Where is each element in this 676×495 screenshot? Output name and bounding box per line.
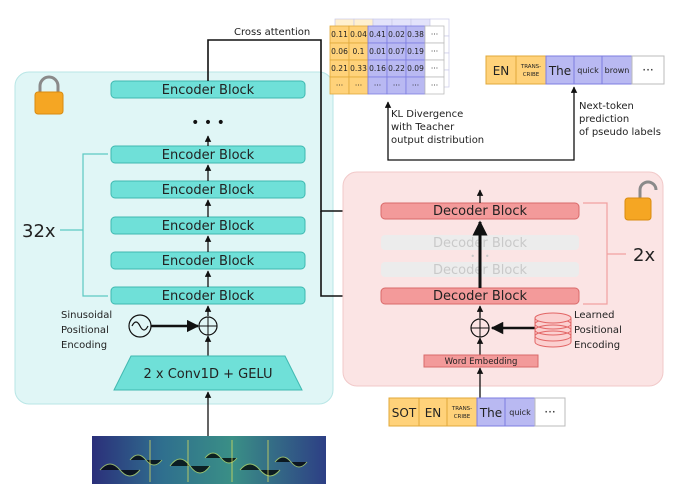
input-token: quick [509, 408, 531, 417]
next-token-label-3: of pseudo labels [579, 127, 661, 138]
matrix-value: 0.1 [353, 47, 365, 56]
input-token-strip: SOT EN TRANS- CRIBE The quick ··· [388, 397, 566, 427]
output-token: brown [605, 66, 630, 75]
encoder-block: Encoder Block [110, 180, 306, 199]
decoder-add-icon [470, 318, 490, 338]
next-token-label-1: Next-token [579, 101, 634, 112]
output-token: CRIBE [523, 72, 540, 78]
matrix-value: 0.11 [331, 30, 348, 39]
encoder-repeat-label: 32x [22, 221, 56, 242]
repeat-bracket [60, 153, 108, 297]
word-embedding: Word Embedding [423, 354, 539, 368]
kl-label-3: output distribution [391, 135, 484, 146]
encoder-ellipsis: • • • [191, 115, 225, 131]
kl-label-2: with Teacher [391, 122, 455, 133]
matrix-cell [424, 76, 445, 95]
input-token: SOT [392, 406, 417, 420]
encoder-block: Encoder Block [110, 251, 306, 270]
svg-text:Encoder Block: Encoder Block [162, 83, 255, 98]
matrix-value: 0.33 [350, 64, 367, 73]
encoder-block: Encoder Block [110, 80, 306, 99]
svg-text:Encoder Block: Encoder Block [162, 289, 255, 304]
conv-block: 2 x Conv1D + GELU [113, 355, 303, 391]
matrix-value: 0.22 [388, 64, 405, 73]
add-icon [198, 316, 218, 336]
matrix-value: 0.21 [331, 64, 348, 73]
learned-positional-label: Positional [574, 325, 622, 336]
decoder-repeat-bracket [583, 202, 626, 305]
matrix-value: ··· [431, 64, 438, 73]
svg-text:Decoder Block: Decoder Block [433, 289, 527, 304]
encoding-label: Encoding [61, 340, 107, 351]
decoder-arrows [472, 189, 536, 398]
spectrogram-image [92, 436, 326, 484]
decoder-repeat-label: 2x [633, 245, 655, 266]
output-token: EN [493, 64, 510, 78]
matrix-value: 0.16 [369, 64, 386, 73]
encoder-panel [14, 71, 334, 405]
input-token: ··· [544, 405, 555, 419]
svg-text:Encoder Block: Encoder Block [162, 148, 255, 163]
matrix-value: 0.01 [369, 47, 386, 56]
svg-text:2 x Conv1D + GELU: 2 x Conv1D + GELU [143, 367, 272, 382]
output-token: quick [577, 66, 599, 75]
svg-text:Word Embedding: Word Embedding [445, 357, 518, 367]
matrix-value: 0.09 [407, 64, 424, 73]
output-token: The [548, 64, 571, 78]
matrix-value: 0.04 [350, 30, 367, 39]
matrix-value: ··· [431, 47, 438, 56]
input-token: TRANS- [451, 406, 472, 412]
matrix-value: ··· [431, 30, 438, 39]
matrix-value: 0.06 [331, 47, 348, 56]
matrix-value: ··· [374, 81, 381, 90]
next-token-label-2: prediction [579, 114, 629, 125]
matrix-value: 0.07 [388, 47, 405, 56]
input-token: The [479, 406, 502, 420]
matrix-value: ··· [355, 81, 362, 90]
matrix-value: ··· [412, 81, 419, 90]
matrix-value: 0.41 [369, 30, 386, 39]
lock-closed-icon [34, 75, 64, 115]
sine-wave-icon [128, 314, 152, 338]
encoder-block: Encoder Block [110, 286, 306, 305]
kl-label-1: KL Divergence [391, 109, 463, 120]
matrix-value: ··· [431, 81, 438, 90]
decoder-panel [342, 171, 664, 387]
output-paths [384, 86, 578, 161]
matrix-value: ··· [393, 81, 400, 90]
learned-encoding-cylinder-icon [534, 312, 572, 348]
svg-text:Encoder Block: Encoder Block [162, 183, 255, 198]
positional-label: Positional [61, 325, 109, 336]
svg-text:Encoder Block: Encoder Block [162, 219, 255, 234]
decoder-block-top: Decoder Block [380, 202, 580, 220]
matrix-value: 0.02 [388, 30, 405, 39]
cross-attention-label: Cross attention [234, 27, 310, 38]
svg-text:Decoder Block: Decoder Block [433, 204, 527, 219]
matrix-value: 0.19 [407, 47, 424, 56]
output-token: TRANS- [520, 64, 541, 70]
decoder-block-bottom: Decoder Block [380, 287, 580, 305]
output-token-strip: EN TRANS- CRIBE The quick brown ··· [485, 55, 665, 85]
learned-label: Learned [574, 310, 614, 321]
sinusoidal-label: Sinusoidal [61, 310, 112, 321]
matrix-value: ··· [336, 81, 343, 90]
learned-encoding-label: Encoding [574, 340, 620, 351]
lock-open-icon [624, 180, 658, 221]
encoder-block: Encoder Block [110, 216, 306, 235]
output-token: ··· [642, 63, 653, 77]
input-token: EN [425, 406, 442, 420]
matrix-value: 0.38 [407, 30, 424, 39]
encoder-block: Encoder Block [110, 145, 306, 164]
input-token: CRIBE [454, 414, 471, 420]
svg-text:Encoder Block: Encoder Block [162, 254, 255, 269]
